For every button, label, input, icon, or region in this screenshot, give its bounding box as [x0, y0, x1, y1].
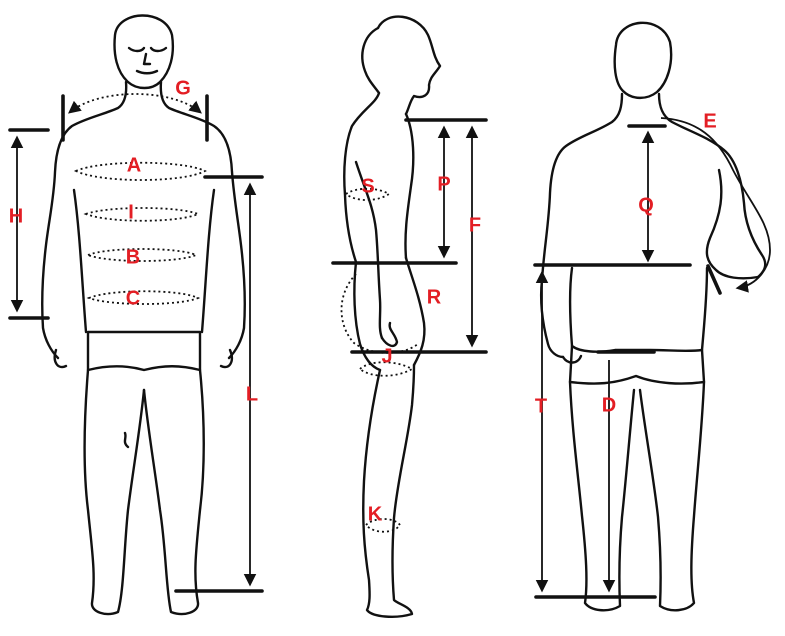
label-a: A — [127, 154, 141, 176]
side-figure — [344, 17, 440, 617]
label-g: G — [175, 77, 191, 99]
label-l: L — [246, 383, 258, 405]
label-p: P — [437, 173, 450, 195]
label-q: Q — [638, 194, 654, 216]
label-f: F — [469, 214, 481, 236]
label-i: I — [128, 201, 134, 223]
back-figure — [541, 23, 765, 610]
label-k: K — [368, 503, 383, 525]
label-e: E — [703, 110, 716, 132]
label-r: R — [427, 286, 442, 308]
label-b: B — [126, 246, 140, 268]
measurement-labels: A B C D E F G H I J K L P Q R S T — [9, 77, 717, 525]
label-c: C — [126, 287, 140, 309]
label-t: T — [535, 395, 547, 417]
label-j: J — [381, 345, 392, 367]
label-h: H — [9, 205, 23, 227]
label-s: S — [361, 175, 374, 197]
front-figure — [42, 15, 245, 613]
label-d: D — [602, 394, 616, 416]
